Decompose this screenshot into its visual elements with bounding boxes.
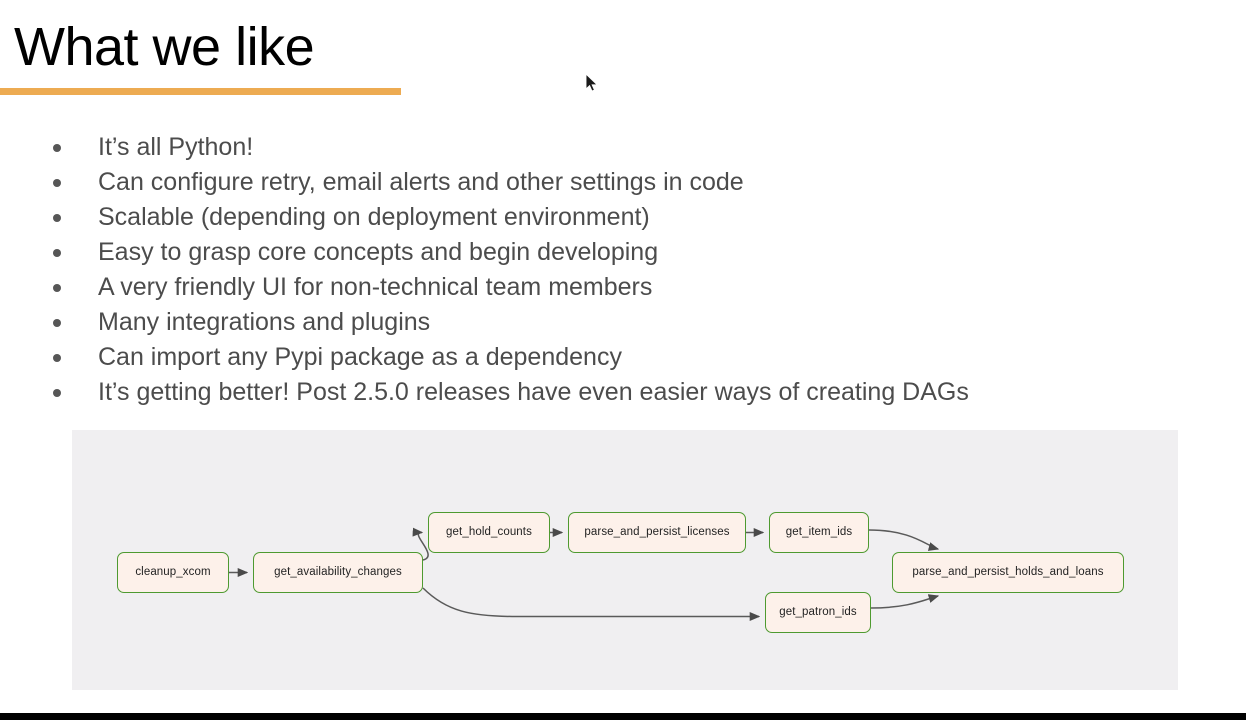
bullet-item: Can import any Pypi package as a depende… xyxy=(46,340,1206,375)
bullet-marker-icon xyxy=(53,249,61,257)
bullet-marker-icon xyxy=(53,214,61,222)
page-title: What we like xyxy=(14,17,315,77)
bullet-item: Scalable (depending on deployment enviro… xyxy=(46,200,1206,235)
dag-node-parse-and-persist-licenses[interactable]: parse_and_persist_licenses xyxy=(568,512,746,553)
bullet-text: Scalable (depending on deployment enviro… xyxy=(98,203,650,231)
bullet-text: Easy to grasp core concepts and begin de… xyxy=(98,238,659,266)
dag-edges xyxy=(229,527,940,621)
dag-node-cleanup-xcom[interactable]: cleanup_xcom xyxy=(117,552,229,593)
bullet-marker-icon xyxy=(53,144,61,152)
bullet-text: It’s getting better! Post 2.5.0 releases… xyxy=(98,378,969,406)
bullet-item: A very friendly UI for non-technical tea… xyxy=(46,270,1206,305)
edge-availability-to-patronids xyxy=(422,587,761,621)
edge-patronids-to-holdsloans xyxy=(870,594,940,609)
edge-availability-to-holdcounts xyxy=(412,527,429,561)
dag-node-get-availability-changes[interactable]: get_availability_changes xyxy=(253,552,423,593)
bottom-bar xyxy=(0,713,1246,720)
bullet-marker-icon xyxy=(53,319,61,327)
bullet-item: It’s all Python! xyxy=(46,130,1206,165)
bullet-marker-icon xyxy=(53,179,61,187)
dag-node-get-item-ids[interactable]: get_item_ids xyxy=(769,512,869,553)
title-accent-rule xyxy=(0,88,401,95)
dag-node-get-patron-ids[interactable]: get_patron_ids xyxy=(765,592,871,633)
bullet-list: It’s all Python! Can configure retry, ema… xyxy=(46,130,1206,410)
bullet-item: Many integrations and plugins xyxy=(46,305,1206,340)
bullet-text: Can import any Pypi package as a depende… xyxy=(98,343,622,371)
bullet-text: Can configure retry, email alerts and ot… xyxy=(98,168,744,196)
bullet-item: It’s getting better! Post 2.5.0 releases… xyxy=(46,375,1206,410)
dag-node-get-hold-counts[interactable]: get_hold_counts xyxy=(428,512,550,553)
bullet-marker-icon xyxy=(53,354,61,362)
bullet-text: Many integrations and plugins xyxy=(98,308,431,336)
dag-node-parse-and-persist-holds-and-loans[interactable]: parse_and_persist_holds_and_loans xyxy=(892,552,1124,593)
bullet-marker-icon xyxy=(53,389,61,397)
bullet-text: It’s all Python! xyxy=(98,133,254,161)
bullet-marker-icon xyxy=(53,284,61,292)
bullet-item: Can configure retry, email alerts and ot… xyxy=(46,165,1206,200)
bullet-text: A very friendly UI for non-technical tea… xyxy=(98,273,653,301)
bullet-item: Easy to grasp core concepts and begin de… xyxy=(46,235,1206,270)
edge-itemids-to-holdsloans xyxy=(868,529,940,551)
